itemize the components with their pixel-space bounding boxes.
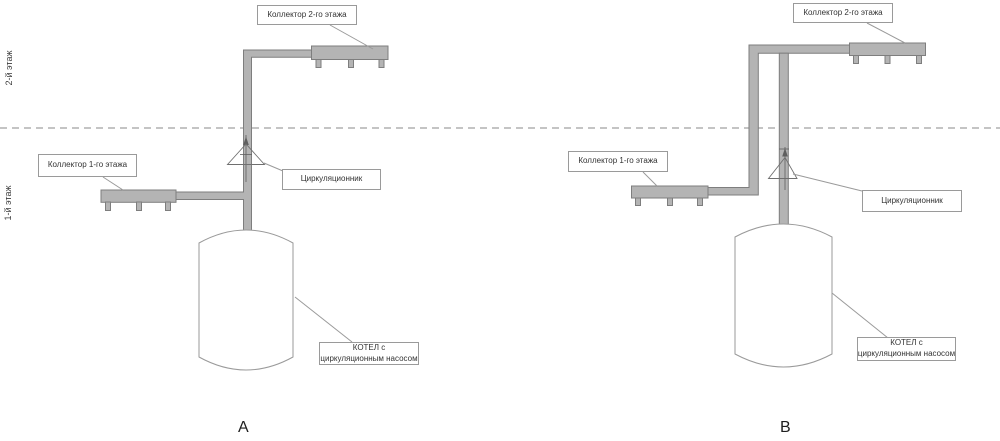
boiler-down-pipe (778, 52, 789, 226)
boiler-label-line1: КОТЕЛ с (352, 342, 386, 352)
collector-outlet (165, 201, 171, 211)
pipe-run (175, 49, 313, 233)
leader-line (263, 162, 284, 172)
collector-outlet (635, 197, 641, 206)
collector-outlet (315, 59, 322, 68)
collector-outlet (884, 55, 891, 64)
collector-1-label: Коллектор 1-го этажа (38, 154, 137, 177)
pump-icon (226, 135, 266, 182)
collector-1st-floor (100, 189, 177, 211)
leader-line (831, 292, 889, 339)
diagram-b (631, 22, 926, 368)
leader-line (642, 171, 658, 187)
boiler-shape (198, 229, 294, 371)
boiler-label-line2: циркуляционным насосом (320, 353, 418, 363)
diagram-letter-a: А (238, 419, 249, 436)
collector-1st-floor (631, 185, 709, 206)
diagram-a (100, 24, 389, 371)
pump-label: Циркуляционник (282, 169, 381, 190)
collector-1-label: Коллектор 1-го этажа (568, 151, 668, 172)
leader-line (294, 296, 353, 343)
collector-2nd-floor (311, 45, 389, 68)
boiler-label-line2: циркуляционным насосом (857, 349, 956, 358)
floor-label-1st: 1-й этаж (3, 185, 13, 221)
leader-line (866, 22, 906, 44)
flow-arrow-icon (243, 136, 249, 145)
boiler-label: КОТЕЛ с циркуляционным насосом (857, 337, 956, 361)
diagram-letter-b: В (780, 419, 791, 436)
boiler-shape (734, 223, 833, 368)
leader-line (102, 176, 124, 191)
leader-line (329, 24, 374, 50)
collector-outlet (136, 201, 142, 211)
collector-2-label: Коллектор 2-го этажа (793, 3, 893, 23)
collector-outlet (667, 197, 673, 206)
collector-outlet (916, 55, 922, 64)
pump-label: Циркуляционник (862, 190, 962, 212)
leader-line (792, 173, 863, 192)
collector-outlet (378, 59, 385, 68)
collector-2-label: Коллектор 2-го этажа (257, 5, 357, 25)
boiler-label: КОТЕЛ с циркуляционным насосом (319, 342, 419, 365)
collector-outlet (105, 201, 111, 211)
boiler-label-line1: КОТЕЛ с (890, 338, 923, 348)
collector-outlet (697, 197, 703, 206)
pump-icon (767, 147, 798, 190)
collector-2nd-floor (849, 42, 926, 64)
floor-label-2nd: 2-й этаж (4, 50, 14, 86)
collector-outlet (348, 59, 354, 68)
collector-outlet (853, 55, 859, 64)
flow-arrow-icon (782, 148, 788, 157)
